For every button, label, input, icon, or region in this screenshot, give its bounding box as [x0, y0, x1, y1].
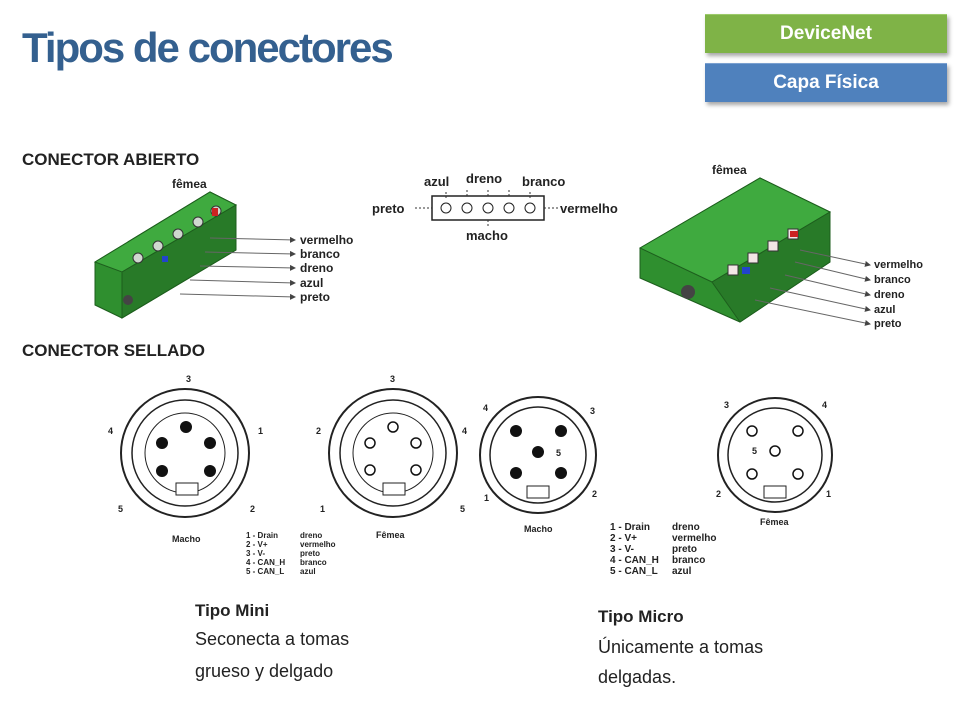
pin-table-mini: 1 - Drain 2 - V+ 3 - V- 4 - CAN_H 5 - CA…: [246, 531, 336, 576]
sealed-connector-label: CONECTOR SELLADO: [22, 341, 205, 360]
female-label-right: fêmea: [712, 163, 747, 177]
devicenet-badge: DeviceNet: [705, 14, 947, 53]
svg-text:5 - CAN_L: 5 - CAN_L: [610, 566, 658, 577]
micro-type-line2: delgadas.: [598, 667, 677, 687]
pin-label-white: branco: [522, 174, 565, 189]
pin-label-drain: dreno: [466, 171, 502, 186]
pin-number: 1: [320, 504, 325, 514]
pin-number: 4: [822, 400, 827, 410]
pin-label-red: vermelho: [560, 201, 618, 216]
svg-text:2 - V+: 2 - V+: [610, 533, 637, 544]
pin-table-micro: 1 - Drain 2 - V+ 3 - V- 4 - CAN_H 5 - CA…: [610, 522, 716, 577]
pin-number: 3: [390, 374, 395, 384]
male-label: macho: [466, 228, 508, 243]
pin-label-blue: azul: [424, 174, 449, 189]
wire-label-drain-right: dreno: [874, 289, 905, 301]
pin-number: 4: [108, 426, 113, 436]
svg-text:5 - CAN_L: 5 - CAN_L: [246, 567, 284, 576]
pin-number: 4: [462, 426, 467, 436]
pin-number: 5: [556, 448, 561, 458]
wire-label-white-left: branco: [300, 247, 340, 261]
svg-text:branco: branco: [300, 558, 327, 567]
svg-text:dreno: dreno: [672, 522, 700, 533]
wire-label-black-left: preto: [300, 290, 330, 304]
wire-label-blue-right: azul: [874, 304, 895, 316]
pin-label-black: preto: [372, 201, 405, 216]
mini-female-connector: 3 2 4 1 5 Fêmea: [316, 374, 467, 540]
micro-female-label: Fêmea: [760, 517, 790, 527]
svg-text:1 - Drain: 1 - Drain: [246, 531, 278, 540]
micro-type-title: Tipo Micro: [598, 607, 684, 626]
pin-number: 2: [250, 504, 255, 514]
mini-type-title: Tipo Mini: [195, 601, 270, 620]
svg-text:4 - CAN_H: 4 - CAN_H: [610, 555, 659, 566]
wire-label-drain-left: dreno: [300, 261, 333, 275]
mini-male-label: Macho: [172, 534, 201, 544]
svg-text:3 - V-: 3 - V-: [610, 544, 634, 555]
svg-text:vermelho: vermelho: [300, 540, 336, 549]
mini-type-line1: Seconecta a tomas: [195, 629, 350, 649]
female-label-left: fêmea: [172, 177, 207, 191]
svg-text:dreno: dreno: [300, 531, 322, 540]
svg-text:3 - V-: 3 - V-: [246, 549, 265, 558]
pin-number: 3: [724, 400, 729, 410]
male-pinout: azul dreno branco preto vermelho macho: [372, 171, 618, 243]
pin-number: 1: [484, 493, 489, 503]
pin-number: 5: [460, 504, 465, 514]
pin-number: 4: [483, 403, 488, 413]
wire-label-red-left: vermelho: [300, 233, 353, 247]
wire-label-black-right: preto: [874, 318, 902, 330]
pin-number: 2: [592, 489, 597, 499]
micro-male-label: Macho: [524, 524, 553, 534]
pin-number: 5: [752, 446, 757, 456]
micro-female-connector: 3 4 5 2 1 Fêmea: [716, 397, 833, 527]
wire-label-white-right: branco: [874, 274, 911, 286]
open-connector-left: fêmea: [93, 177, 238, 319]
pin-number: 1: [258, 426, 263, 436]
wire-label-red-right: vermelho: [874, 259, 923, 271]
open-connector-right: fêmea: [638, 163, 832, 323]
micro-type-line1: Únicamente a tomas: [598, 637, 764, 657]
mini-type-line2: grueso y delgado: [195, 661, 334, 681]
micro-male-connector: 4 3 5 1 2 Macho: [479, 396, 597, 534]
physical-layer-badge: Capa Física: [705, 63, 947, 102]
mini-male-connector: 3 4 1 5 2 Macho: [108, 374, 263, 544]
pin-number: 2: [716, 489, 721, 499]
pin-number: 2: [316, 426, 321, 436]
svg-text:4 - CAN_H: 4 - CAN_H: [246, 558, 285, 567]
pin-number: 5: [118, 504, 123, 514]
svg-text:azul: azul: [672, 566, 692, 577]
svg-text:vermelho: vermelho: [672, 533, 716, 544]
svg-text:branco: branco: [672, 555, 705, 566]
pin-number: 3: [590, 406, 595, 416]
svg-text:preto: preto: [672, 544, 697, 555]
page-title: Tipos de conectores: [22, 24, 394, 71]
wire-label-blue-left: azul: [300, 276, 323, 290]
svg-text:preto: preto: [300, 549, 320, 558]
svg-text:azul: azul: [300, 567, 316, 576]
svg-text:2 - V+: 2 - V+: [246, 540, 268, 549]
open-connector-label: CONECTOR ABIERTO: [22, 150, 200, 169]
pin-number: 3: [186, 374, 191, 384]
mini-female-label: Fêmea: [376, 530, 406, 540]
svg-text:1 - Drain: 1 - Drain: [610, 522, 650, 533]
pin-number: 1: [826, 489, 831, 499]
